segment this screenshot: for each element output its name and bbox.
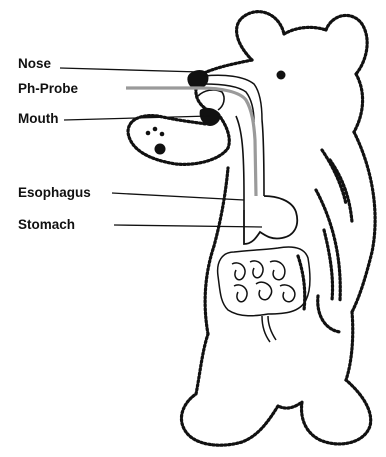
- label-nose: Nose: [18, 57, 51, 71]
- stomach-shape: [244, 196, 297, 244]
- label-stomach: Stomach: [18, 218, 75, 232]
- paw-pad: [153, 127, 158, 132]
- paw-pad: [155, 144, 166, 155]
- bear-body-left: [205, 168, 228, 334]
- leader-line-nose: [60, 68, 200, 72]
- bear-eye: [277, 71, 286, 80]
- paw-pads: [146, 127, 166, 155]
- leader-line-stomach: [114, 225, 262, 227]
- esophagus: [236, 116, 264, 210]
- ph-probe-tube: [126, 88, 256, 196]
- label-esophagus: Esophagus: [18, 186, 91, 200]
- paw-pad: [146, 131, 151, 136]
- small-intestine: [232, 261, 295, 302]
- bear-nose: [188, 71, 208, 89]
- bear-arm-right: [316, 190, 340, 300]
- rectum: [262, 316, 276, 342]
- bear-leg-left: [181, 334, 278, 445]
- bear-left-ear: [237, 12, 284, 60]
- large-intestine: [218, 247, 310, 316]
- bear-outline: [128, 12, 375, 446]
- bear-paw-right: [318, 296, 340, 332]
- bear-right-ear: [326, 15, 367, 74]
- bear-head: [284, 27, 363, 132]
- esophagus-wall: [262, 120, 264, 196]
- label-ph-probe: Ph-Probe: [18, 82, 78, 96]
- bear-leg-right: [278, 312, 371, 444]
- label-mouth: Mouth: [18, 112, 58, 126]
- esophagus-wall: [236, 116, 244, 210]
- bear-body-right: [352, 132, 375, 312]
- paw-pad: [160, 132, 165, 137]
- intestines: [218, 247, 310, 342]
